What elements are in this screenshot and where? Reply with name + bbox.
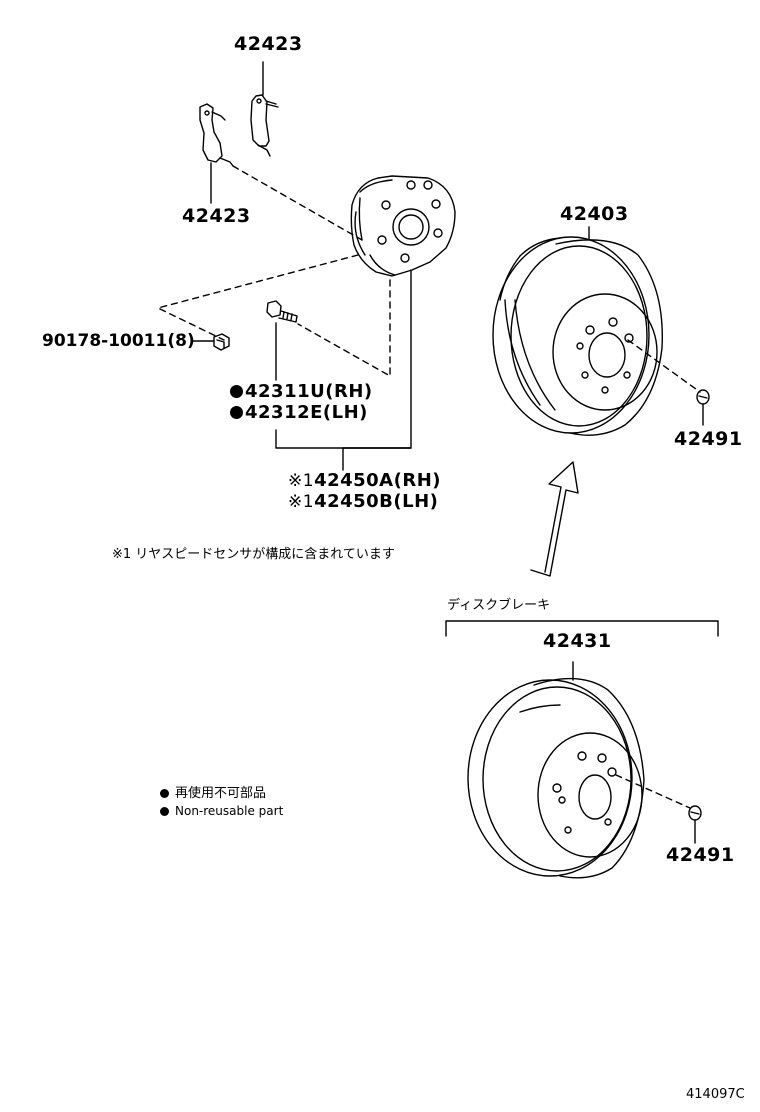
- part-label-42491-top: 42491: [674, 428, 743, 450]
- non-reusable-dot-icon: [230, 385, 243, 398]
- legend-jp-text: 再使用不可部品: [175, 786, 267, 801]
- part-label-42491-bottom: 42491: [666, 844, 735, 866]
- brake-drum-icon: [492, 226, 663, 436]
- part-label-42403: 42403: [560, 203, 629, 225]
- part-label-42312e: 42312E(LH): [230, 402, 368, 424]
- non-reusable-dot-icon: [160, 807, 169, 816]
- part-number-42311u: 42311U(RH): [245, 381, 373, 402]
- legend-jp: 再使用不可部品: [160, 786, 266, 802]
- bracket-bolt-icon: [250, 61, 279, 157]
- part-label-90178: 90178-10011(8): [42, 331, 195, 351]
- bracket-bolt-icon: [199, 103, 234, 204]
- sensor-note: ※1 リヤスピードセンサが構成に含まれています: [112, 547, 395, 562]
- part-label-42450a: ※142450A(RH): [288, 470, 441, 492]
- part-label-42431: 42431: [543, 630, 612, 652]
- upward-arrow-icon: [530, 461, 579, 577]
- nut-icon: [191, 333, 230, 351]
- diagram-code: 414097C: [686, 1087, 745, 1102]
- ref-mark: ※1: [288, 471, 315, 491]
- part-label-42423-left: 42423: [182, 205, 251, 227]
- hub-bearing-icon: [350, 175, 456, 277]
- part-label-42423-top: 42423: [234, 33, 303, 55]
- legend-en: Non-reusable part: [160, 803, 283, 819]
- disc-brake-title: ディスクブレーキ: [447, 598, 551, 613]
- part-label-42311u: 42311U(RH): [230, 381, 373, 403]
- part-label-42450b: ※142450B(LH): [288, 491, 438, 513]
- brake-disc-icon: [467, 661, 645, 879]
- non-reusable-dot-icon: [230, 406, 243, 419]
- hub-nut-icon: [696, 389, 710, 426]
- ref-mark: ※1: [288, 492, 315, 512]
- non-reusable-dot-icon: [160, 789, 169, 798]
- hub-nut-icon: [688, 805, 702, 844]
- disc-brake-bracket: [445, 620, 719, 637]
- part-number-42312e: 42312E(LH): [245, 402, 368, 423]
- legend-en-text: Non-reusable part: [175, 804, 284, 818]
- hub-bolt-icon: [266, 300, 298, 323]
- part-number-42450b: 42450B(LH): [314, 491, 439, 512]
- part-number-42450a: 42450A(RH): [314, 470, 441, 491]
